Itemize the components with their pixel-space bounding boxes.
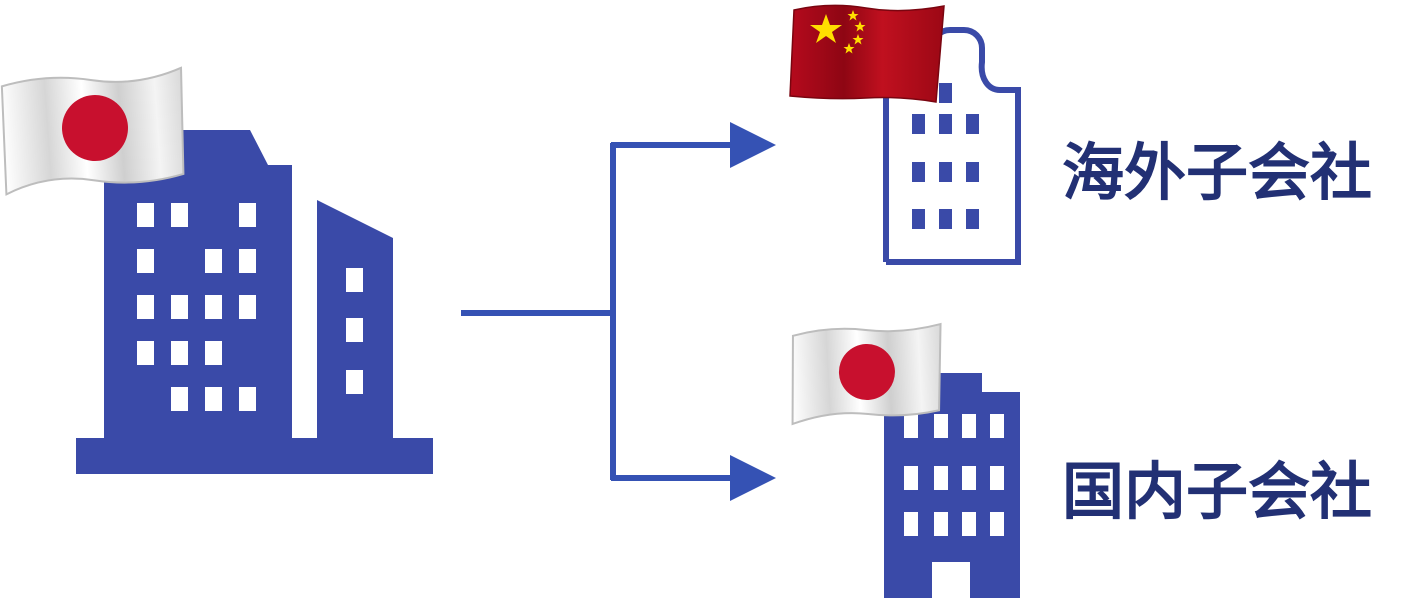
building-icon <box>884 373 1020 598</box>
japan-flag-icon <box>791 322 942 426</box>
building-base <box>76 438 433 474</box>
office-buildings-icon <box>76 130 433 474</box>
japan-flag-icon <box>0 66 185 196</box>
overseas-building-windows <box>912 83 979 229</box>
domestic-subsidiary: 国内子会社 <box>791 322 1372 598</box>
arrow-top-icon <box>730 122 776 168</box>
domestic-subsidiary-label: 国内子会社 <box>1062 455 1372 528</box>
side-tower-windows <box>346 268 363 394</box>
overseas-subsidiary-label: 海外子会社 <box>1062 136 1372 209</box>
overseas-subsidiary: 海外子会社 <box>789 4 1372 265</box>
connector <box>461 122 776 501</box>
main-tower-windows <box>137 203 256 411</box>
domestic-building-windows <box>904 414 1004 536</box>
china-flag-icon <box>789 4 945 103</box>
arrow-bottom-icon <box>730 455 776 501</box>
parent-company <box>0 66 433 474</box>
